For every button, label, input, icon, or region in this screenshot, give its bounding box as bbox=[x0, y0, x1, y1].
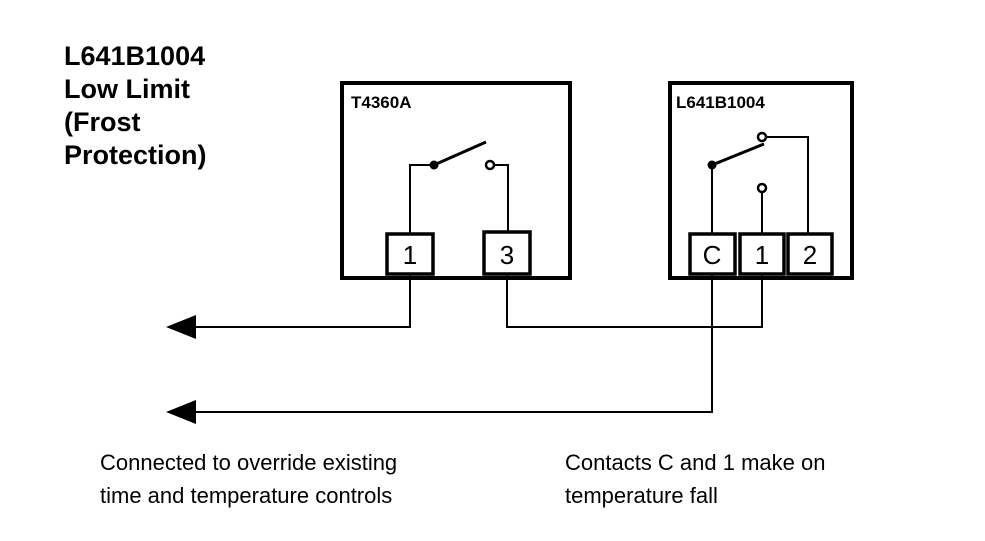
limit-terminal-c-label: C bbox=[703, 240, 722, 270]
wire-limit-c-to-override bbox=[190, 274, 713, 413]
arrow-upper bbox=[166, 315, 196, 339]
limit-pivot-contact bbox=[707, 160, 717, 170]
limit-wire-2 bbox=[766, 136, 809, 234]
limit-switch-arm bbox=[711, 142, 765, 167]
override-note: Connected to override existing time and … bbox=[100, 446, 397, 512]
thermostat-switch-arm bbox=[433, 140, 487, 167]
thermostat-wire-right bbox=[494, 164, 509, 233]
thermostat-terminal-3-label: 3 bbox=[500, 240, 514, 270]
limit-terminal-2-label: 2 bbox=[803, 240, 817, 270]
limit-device: L641B1004 C 1 2 bbox=[668, 81, 854, 280]
title-line-function: Low Limit bbox=[64, 74, 190, 104]
limit-label: L641B1004 bbox=[676, 93, 765, 112]
contacts-note-line-2: temperature fall bbox=[565, 483, 718, 508]
contacts-note-line-1: Contacts C and 1 make on bbox=[565, 450, 826, 475]
thermostat-terminal-1-label: 1 bbox=[403, 240, 417, 270]
title-line-protection: Protection) bbox=[64, 140, 207, 170]
wire-thermostat-1-to-override bbox=[190, 274, 411, 328]
thermostat-terminal-1 bbox=[385, 232, 435, 276]
thermostat-open-contact bbox=[484, 159, 496, 171]
wire-thermostat-3-to-limit-1 bbox=[506, 274, 763, 328]
thermostat-label: T4360A bbox=[351, 93, 411, 112]
arrow-lower bbox=[166, 400, 196, 424]
thermostat-box bbox=[340, 81, 572, 280]
override-note-line-1: Connected to override existing bbox=[100, 450, 398, 475]
limit-terminal-1-label: 1 bbox=[755, 240, 769, 270]
limit-lower-contact bbox=[756, 182, 768, 194]
limit-terminal-2 bbox=[786, 232, 834, 276]
title-line-model: L641B1004 bbox=[64, 41, 206, 71]
limit-top-contact bbox=[756, 131, 768, 143]
diagram-title: L641B1004 Low Limit (Frost Protection) bbox=[64, 40, 207, 172]
contacts-note: Contacts C and 1 make on temperature fal… bbox=[565, 446, 825, 512]
thermostat-wire-left bbox=[409, 164, 434, 236]
thermostat-pivot-contact bbox=[429, 160, 439, 170]
title-line-frost: (Frost bbox=[64, 107, 141, 137]
override-note-line-2: time and temperature controls bbox=[100, 483, 393, 508]
thermostat-terminal-3 bbox=[482, 230, 532, 276]
thermostat-device: T4360A 1 3 bbox=[340, 81, 572, 280]
